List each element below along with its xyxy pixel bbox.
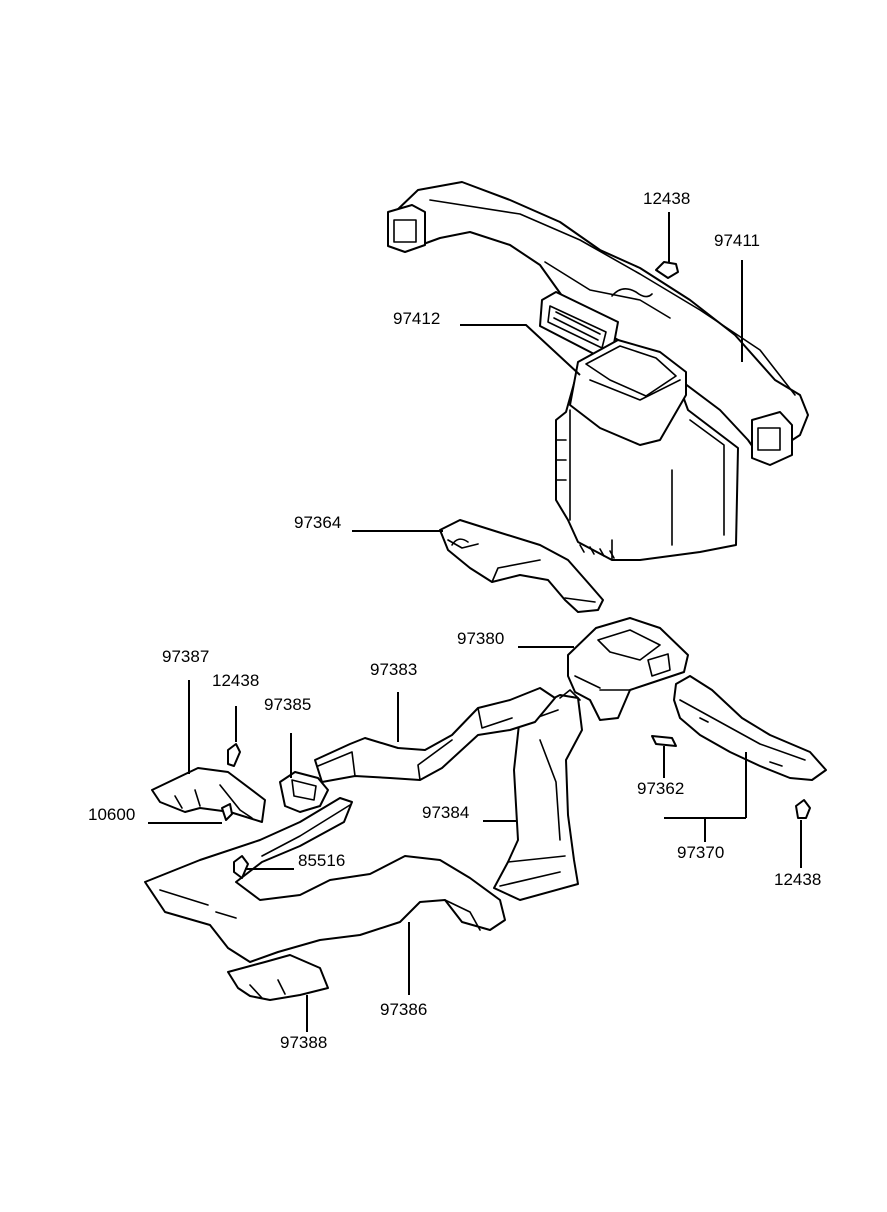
screw-12438-right — [795, 799, 811, 819]
screw-12438-left — [227, 743, 241, 767]
part-10600 — [221, 803, 233, 821]
outlet-97387 — [151, 767, 266, 823]
label-97388: 97388 — [280, 1033, 327, 1052]
label-97411: 97411 — [714, 231, 760, 250]
label-97387: 97387 — [162, 647, 209, 666]
label-97364: 97364 — [294, 513, 341, 532]
clip-97362 — [651, 735, 677, 747]
label-85516: 85516 — [298, 851, 345, 870]
label-97370: 97370 — [677, 843, 724, 862]
floor-duct-97386 — [144, 797, 506, 963]
duct-97384 — [493, 689, 583, 901]
label-97385: 97385 — [264, 695, 311, 714]
label-12438-top: 12438 — [643, 189, 690, 208]
part-labels: 97411 12438 97412 97364 97380 97387 1243… — [88, 189, 821, 1052]
label-97386: 97386 — [380, 1000, 427, 1019]
center-vent-97412 — [539, 291, 619, 357]
distribution-97380 — [567, 617, 689, 721]
duct-97364 — [439, 519, 604, 613]
side-duct-97370 — [673, 675, 827, 781]
label-12438-left: 12438 — [212, 671, 259, 690]
duct-97385 — [279, 771, 329, 813]
label-10600: 10600 — [88, 805, 135, 824]
clip-85516 — [233, 855, 249, 879]
label-97380: 97380 — [457, 629, 504, 648]
label-97383: 97383 — [370, 660, 417, 679]
leader-lines — [148, 212, 802, 1032]
label-12438-right: 12438 — [774, 870, 821, 889]
label-97384: 97384 — [422, 803, 469, 822]
heater-unit — [555, 339, 739, 561]
label-97412: 97412 — [393, 309, 440, 328]
duct-97383 — [314, 687, 556, 783]
outlet-97388 — [227, 954, 329, 1001]
label-97362: 97362 — [637, 779, 684, 798]
screw-12438-top — [655, 261, 679, 279]
